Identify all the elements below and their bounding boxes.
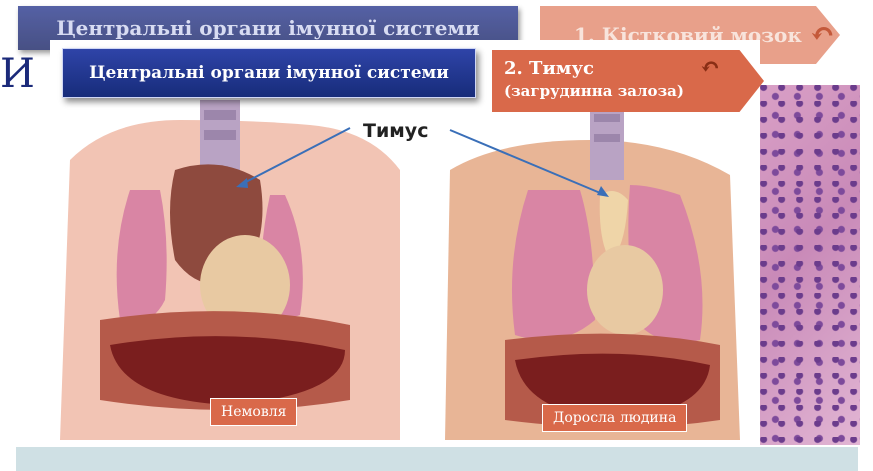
caption-infant: Немовля bbox=[210, 398, 297, 426]
thymus-section-tag[interactable]: 2. Тимус (загрудинна залоза) bbox=[492, 50, 764, 112]
bottom-bar bbox=[16, 447, 858, 471]
u-turn-arrow-icon[interactable]: ↶ bbox=[810, 20, 840, 50]
u-turn-arrow-icon[interactable]: ↶ bbox=[700, 55, 720, 79]
caption-adult: Доросла людина bbox=[542, 404, 687, 432]
tissue-micrograph bbox=[760, 85, 860, 445]
slide-title: Центральні органи імунної системи bbox=[62, 48, 476, 98]
adult-figure bbox=[445, 100, 740, 440]
thymus-pointer-label: Тимус bbox=[363, 120, 428, 142]
infant-figure bbox=[60, 100, 400, 440]
section-tag-subtitle: (загрудинна залоза) bbox=[504, 80, 764, 102]
section-tag-title: 2. Тимус bbox=[504, 58, 764, 80]
thymus-anatomy-illustration bbox=[50, 100, 760, 440]
background-slide-glyph: И bbox=[0, 52, 35, 96]
